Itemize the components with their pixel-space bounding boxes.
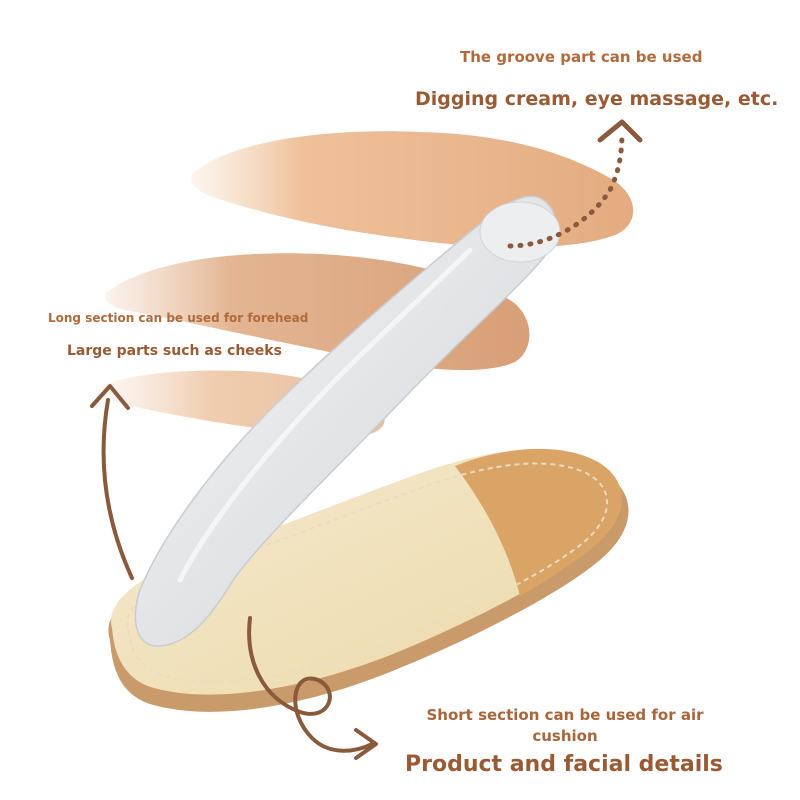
short-section-title: Short section can be used for air cushio… xyxy=(426,706,704,745)
leather-pouch xyxy=(108,448,629,712)
product-details-caption: Product and facial details xyxy=(405,752,723,777)
spatula-highlight xyxy=(177,247,473,583)
arrow-groove-head xyxy=(597,119,643,143)
arrow-long-head xyxy=(90,384,130,410)
arrow-short-loop xyxy=(247,616,374,753)
arrow-long-curve xyxy=(101,398,134,580)
pouch-tan-panel xyxy=(455,448,622,596)
spatula xyxy=(134,195,561,647)
long-section-title: Long section can be used for forehead xyxy=(48,311,309,325)
groove-uses: Digging cream, eye massage, etc. xyxy=(415,88,779,110)
arrow-groove-dotted xyxy=(507,129,625,249)
groove-title: The groove part can be used xyxy=(460,48,703,66)
arrows xyxy=(90,119,643,760)
pouch-stitching xyxy=(126,462,608,683)
spatula-body xyxy=(134,195,557,647)
arrow-short-head xyxy=(354,728,378,760)
spatula-groove xyxy=(479,201,561,263)
long-section-uses: Large parts such as cheeks xyxy=(67,343,282,359)
